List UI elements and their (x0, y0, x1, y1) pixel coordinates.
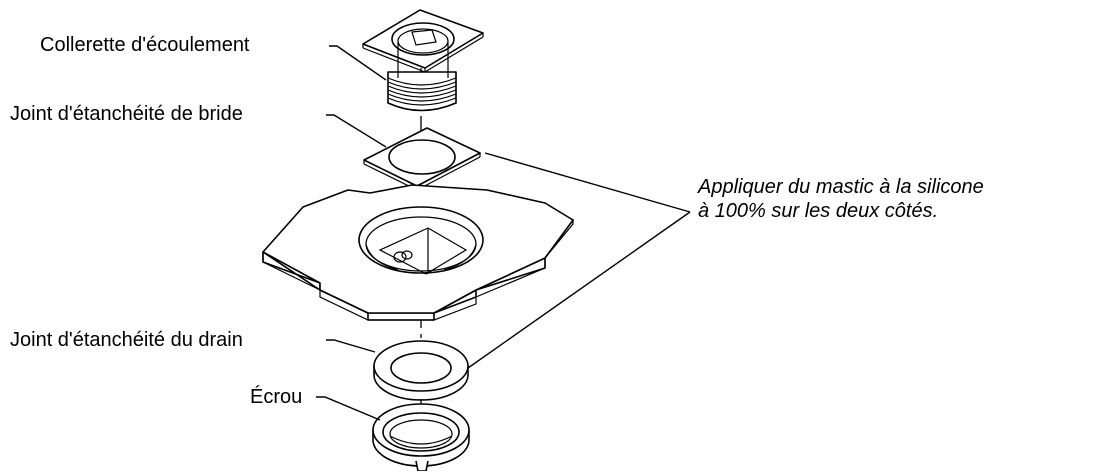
shower-base-part (262, 184, 574, 321)
silicone-note-line2: à 100% sur les deux côtés. (698, 200, 939, 222)
label-flange-gasket: Joint d'étanchéité de bride (10, 103, 243, 125)
silicone-note: Appliquer du mastic à la silicone à 100%… (698, 175, 984, 223)
label-nut: Écrou (250, 386, 303, 408)
label-drain-flange: Collerette d'écoulement (40, 34, 250, 56)
leader-note-lower (467, 211, 691, 369)
drain-gasket-part (373, 340, 469, 401)
flange-gasket-part (363, 127, 481, 191)
label-drain-gasket: Joint d'étanchéité du drain (10, 329, 243, 351)
leader-flange-gasket (326, 114, 387, 148)
leader-note-upper (484, 152, 691, 213)
leader-flange (329, 45, 387, 81)
nut-part (372, 403, 470, 472)
drain-flange-part (362, 9, 484, 112)
leader-nut (316, 396, 381, 421)
silicone-note-line1: Appliquer du mastic à la silicone (698, 176, 984, 198)
leader-drain-gasket (326, 339, 376, 353)
